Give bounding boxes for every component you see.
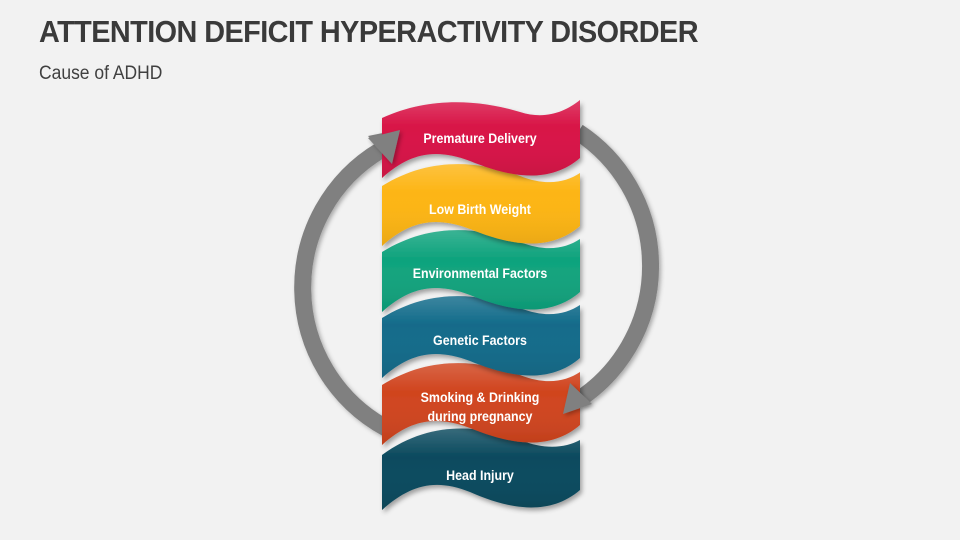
- right-cycle-arrow-icon: [573, 124, 659, 408]
- left-arrowhead-icon: [368, 130, 400, 164]
- ribbon-low-birth-weight: [382, 164, 580, 246]
- ribbon-genetic-factors: [382, 296, 580, 378]
- cause-label-premature-delivery: Premature Delivery: [423, 131, 537, 146]
- page-subtitle: Cause of ADHD: [39, 63, 163, 84]
- right-arrowhead-icon: [563, 383, 592, 414]
- cause-label-genetic-factors: Genetic Factors: [433, 333, 527, 348]
- cause-label-environmental-factors: Environmental Factors: [412, 266, 548, 281]
- cause-label-smoking-drinking: Smoking & Drinking during pregnancy: [388, 388, 572, 426]
- ribbon-smoking-drinking: [382, 363, 580, 445]
- ribbon-premature-delivery: [382, 100, 580, 178]
- cause-label-smoking-line1: Smoking & Drinking: [420, 390, 540, 405]
- ribbon-head-injury: [382, 428, 580, 510]
- cause-label-smoking-line2: during pregnancy: [427, 409, 533, 424]
- cause-label-head-injury: Head Injury: [446, 468, 514, 483]
- cause-label-low-birth-weight: Low Birth Weight: [429, 202, 531, 217]
- ribbon-environmental-factors: [382, 230, 580, 312]
- page-title: ATTENTION DEFICIT HYPERACTIVITY DISORDER: [39, 14, 699, 49]
